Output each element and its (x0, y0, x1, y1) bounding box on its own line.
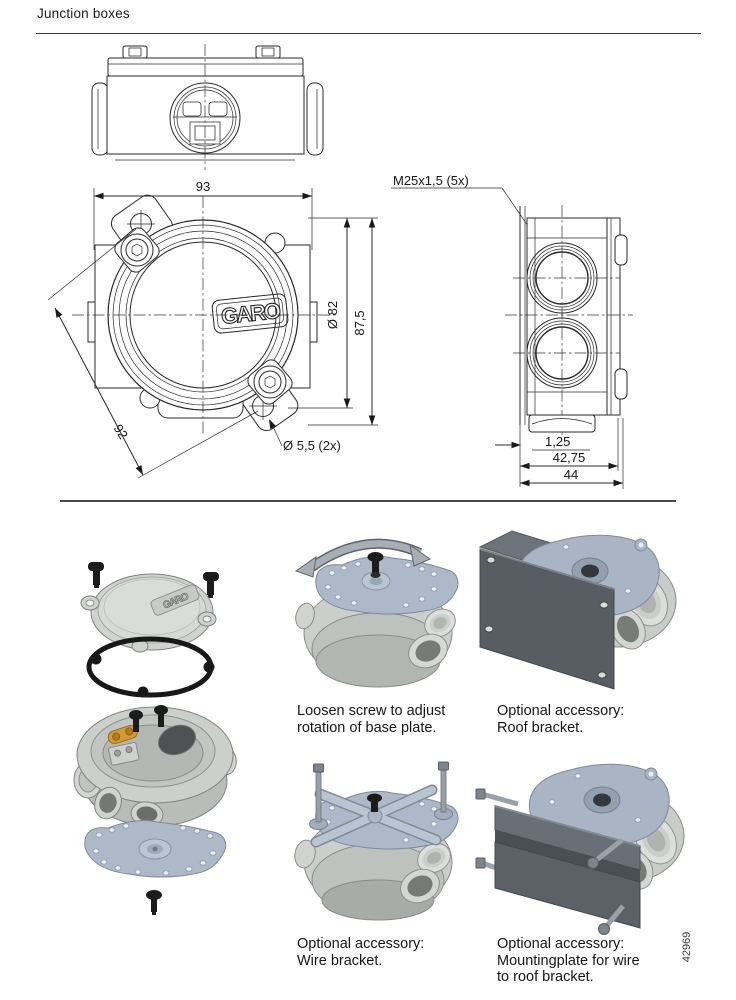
svg-text:92: 92 (111, 422, 131, 442)
conduit-top (424, 608, 456, 638)
wall-bolt-top-left (475, 788, 519, 807)
page-title: Junction boxes (37, 6, 130, 21)
dim-diagonal: 92 (47, 228, 259, 479)
gasket (86, 636, 215, 698)
lid-screw-top-left (114, 227, 160, 273)
dim-lid-diameter: Ø 82 87,5 (288, 217, 378, 426)
front-view-drawing: GARO 93 Ø 82 87,5 (47, 179, 378, 479)
svg-text:42,75: 42,75 (553, 450, 586, 465)
rotation-adjust-figure (294, 538, 459, 688)
lid-clamp-left (122, 45, 148, 59)
exploded-view-figure: GARO (73, 562, 237, 915)
caption-wire-bracket: Optional accessory: Wire bracket. (297, 936, 425, 969)
plate-holes (324, 561, 438, 608)
conduit-bottom (400, 868, 440, 904)
box-body (73, 705, 237, 827)
hole-diameter-label: Ø 5,5 (2x) (269, 419, 341, 453)
wire-bracket-cross (310, 784, 442, 848)
document-number: 42969 (681, 931, 693, 963)
svg-text:Ø 82: Ø 82 (325, 301, 340, 329)
rotation-arrow (294, 538, 432, 578)
wall-bolt-bottom-right (598, 904, 625, 935)
lid-clamp-right (255, 45, 281, 59)
mounting-plate-figure (475, 763, 685, 935)
threaded-rod-left (309, 763, 328, 830)
box-side-outline (526, 217, 608, 416)
center-screw (367, 793, 382, 812)
roof-bracket-plate (479, 548, 615, 690)
conduit-bottom (408, 633, 448, 669)
terminal-block (108, 741, 140, 766)
dim-body-depth: 42,75 (519, 418, 619, 487)
base-screw (146, 890, 162, 915)
dim-plate-thickness: 1,25 (495, 434, 590, 451)
lid-screw-bottom-right (247, 359, 293, 405)
top-elevation-drawing (91, 44, 324, 170)
section-divider (60, 500, 676, 502)
threaded-rod-right (434, 761, 453, 820)
header-rule (36, 33, 701, 35)
dim-width: 93 (93, 179, 313, 250)
caption-rotation: Loosen screw to adjust rotation of base … (297, 703, 446, 736)
caption-roof-bracket: Optional accessory: Roof bracket. (497, 703, 625, 736)
wall-bolt-mid-right (587, 838, 624, 869)
plate-holes (92, 823, 217, 876)
lid-cover: GARO (80, 573, 217, 653)
caption-mounting-plate: Optional accessory: Mountingplate for wi… (497, 936, 640, 986)
svg-text:1,25: 1,25 (545, 434, 570, 449)
body-screws (129, 705, 168, 732)
dim-total-depth: 44 (520, 418, 624, 489)
entry-thread-label: M25x1,5 (5x) (393, 173, 469, 188)
base-plate (84, 819, 227, 878)
adjust-screw (367, 552, 384, 578)
center-entry (169, 82, 241, 154)
svg-text:Ø 5,5 (2x): Ø 5,5 (2x) (283, 438, 341, 453)
wire-bracket-figure (294, 761, 459, 921)
cover-screws (88, 562, 219, 598)
svg-text:44: 44 (564, 467, 578, 482)
side-view-drawing: M25x1,5 (5x) (391, 173, 633, 489)
roof-bracket-figure (478, 530, 677, 690)
svg-text:93: 93 (196, 179, 210, 194)
svg-text:87,5: 87,5 (352, 310, 367, 335)
